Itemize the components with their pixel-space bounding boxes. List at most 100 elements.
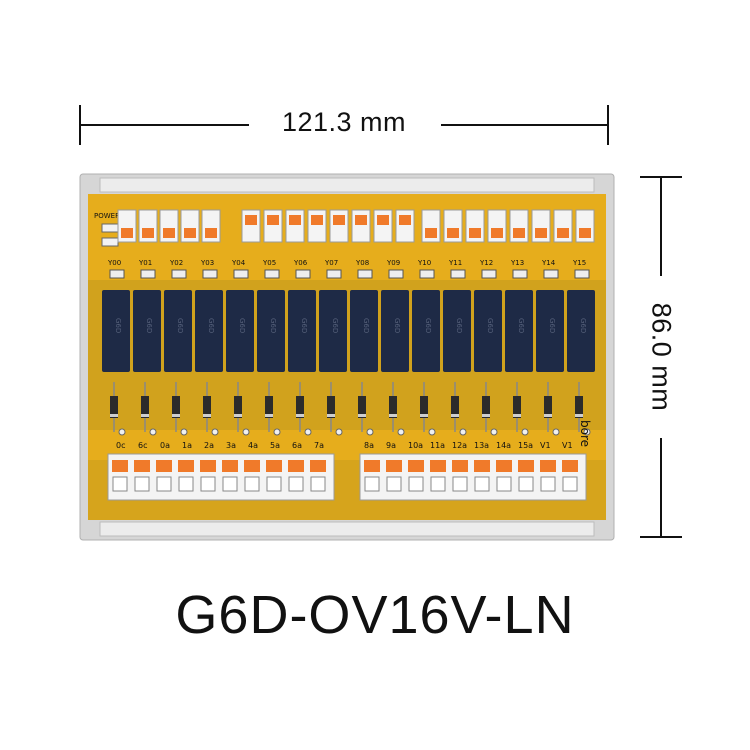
relay-marking: G6D <box>269 318 277 333</box>
relay-marking: G6D <box>331 318 339 333</box>
relay-marking: G6D <box>455 318 463 333</box>
pad <box>273 428 281 436</box>
terminal-lever <box>142 228 154 238</box>
diode <box>203 396 211 418</box>
status-led <box>233 269 249 279</box>
status-led <box>512 269 528 279</box>
status-led <box>140 269 156 279</box>
terminal-lever <box>112 460 128 472</box>
status-led <box>481 269 497 279</box>
relay-marking: G6D <box>424 318 432 333</box>
pad <box>521 428 529 436</box>
relay <box>164 290 192 372</box>
width-dimension: 121.3 mm <box>79 101 609 149</box>
output-label: 14a <box>496 441 511 450</box>
input-label: Y11 <box>448 259 462 267</box>
terminal-slot <box>496 476 512 492</box>
diode-band <box>513 414 521 417</box>
input-label: Y10 <box>417 259 431 267</box>
terminal-lever <box>535 228 547 238</box>
status-led <box>357 269 373 279</box>
relay <box>288 290 316 372</box>
terminal-lever <box>222 460 238 472</box>
input-label: Y13 <box>510 259 524 267</box>
terminal-lever <box>474 460 490 472</box>
pad <box>490 428 498 436</box>
relay-marking: G6D <box>176 318 184 333</box>
diode-band <box>575 414 583 417</box>
diode-band <box>358 414 366 417</box>
output-terminal-block <box>107 453 587 501</box>
relay <box>102 290 130 372</box>
terminal-lever <box>491 228 503 238</box>
terminal-lever <box>386 460 402 472</box>
output-label: 13a <box>474 441 489 450</box>
terminal-lever <box>518 460 534 472</box>
input-label: Y12 <box>479 259 493 267</box>
power-led-2 <box>101 237 119 247</box>
relay <box>381 290 409 372</box>
diode-band <box>203 414 211 417</box>
input-label: Y05 <box>262 259 276 267</box>
input-terminal <box>395 209 415 243</box>
terminal-slot <box>540 476 556 492</box>
terminal-slot <box>156 476 172 492</box>
diode <box>327 396 335 418</box>
width-label: 121.3 mm <box>281 107 407 137</box>
output-label: 4a <box>248 441 258 450</box>
relay-marking: G6D <box>362 318 370 333</box>
terminal-slot <box>310 476 326 492</box>
diode <box>513 396 521 418</box>
terminal-slot <box>474 476 490 492</box>
terminal-lever <box>134 460 150 472</box>
input-label: Y02 <box>169 259 183 267</box>
output-label: 8a <box>364 441 374 450</box>
terminal-slot <box>134 476 150 492</box>
relay <box>412 290 440 372</box>
diode-band <box>544 414 552 417</box>
diode <box>389 396 397 418</box>
output-label: 0c <box>116 441 126 450</box>
pad <box>397 428 405 436</box>
status-led <box>202 269 218 279</box>
status-led <box>264 269 280 279</box>
terminal-lever <box>310 460 326 472</box>
relay <box>226 290 254 372</box>
height-label: 86.0 mm <box>646 302 677 412</box>
terminal-lever <box>288 460 304 472</box>
status-led <box>171 269 187 279</box>
input-terminal <box>373 209 393 243</box>
input-label: Y08 <box>355 259 369 267</box>
output-label: 5a <box>270 441 280 450</box>
relay-marking: G6D <box>300 318 308 333</box>
input-label: Y09 <box>386 259 400 267</box>
input-label: Y04 <box>231 259 246 267</box>
pad <box>304 428 312 436</box>
pad <box>149 428 157 436</box>
input-terminal-block <box>117 209 595 243</box>
terminal-lever <box>364 460 380 472</box>
pad <box>242 428 250 436</box>
terminal-slot <box>288 476 304 492</box>
output-label: 3a <box>226 441 236 450</box>
terminal-slot <box>112 476 128 492</box>
width-tick-right <box>607 105 609 145</box>
diode-band <box>172 414 180 417</box>
terminal-slot <box>430 476 446 492</box>
relay <box>536 290 564 372</box>
diode-band <box>420 414 428 417</box>
terminal-lever <box>425 228 437 238</box>
terminal-lever <box>156 460 172 472</box>
relay-marking: G6D <box>393 318 401 333</box>
input-label: Y06 <box>293 259 308 267</box>
output-label: 15a <box>518 441 533 450</box>
diode-band <box>265 414 273 417</box>
output-label: 10a <box>408 441 423 450</box>
status-led <box>543 269 559 279</box>
status-led <box>326 269 342 279</box>
status-led <box>574 269 590 279</box>
width-line-left <box>79 124 249 126</box>
pad <box>459 428 467 436</box>
